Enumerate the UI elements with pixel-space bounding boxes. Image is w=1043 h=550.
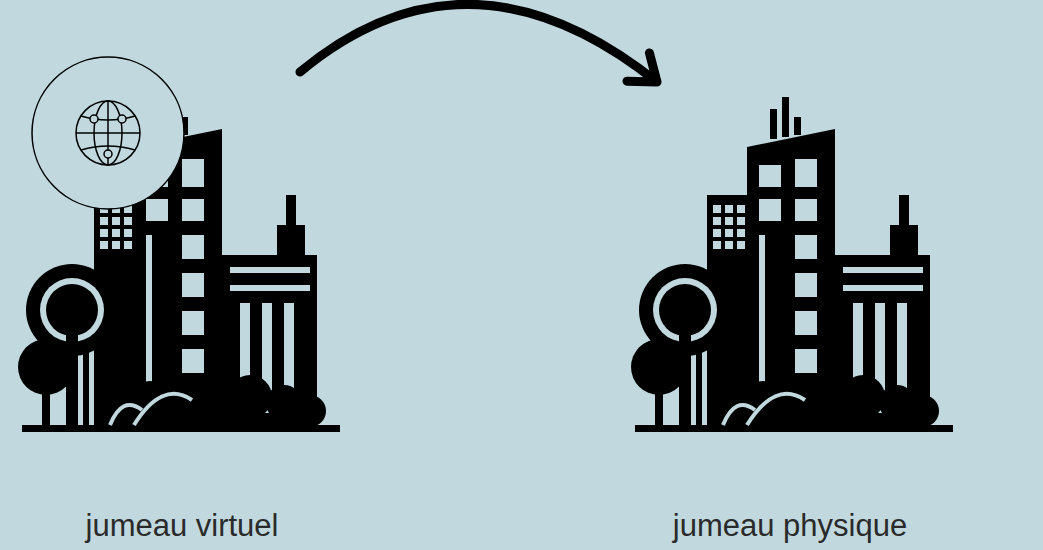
- city-icon-node: jumeau virtuel: [22, 72, 342, 548]
- node-label: jumeau physique: [595, 508, 985, 544]
- city-icon-node: jumeau physique: [635, 82, 945, 548]
- curved-arrow: [300, 4, 657, 82]
- node-label: jumeau virtuel: [0, 508, 382, 544]
- arrow-path: [300, 4, 657, 82]
